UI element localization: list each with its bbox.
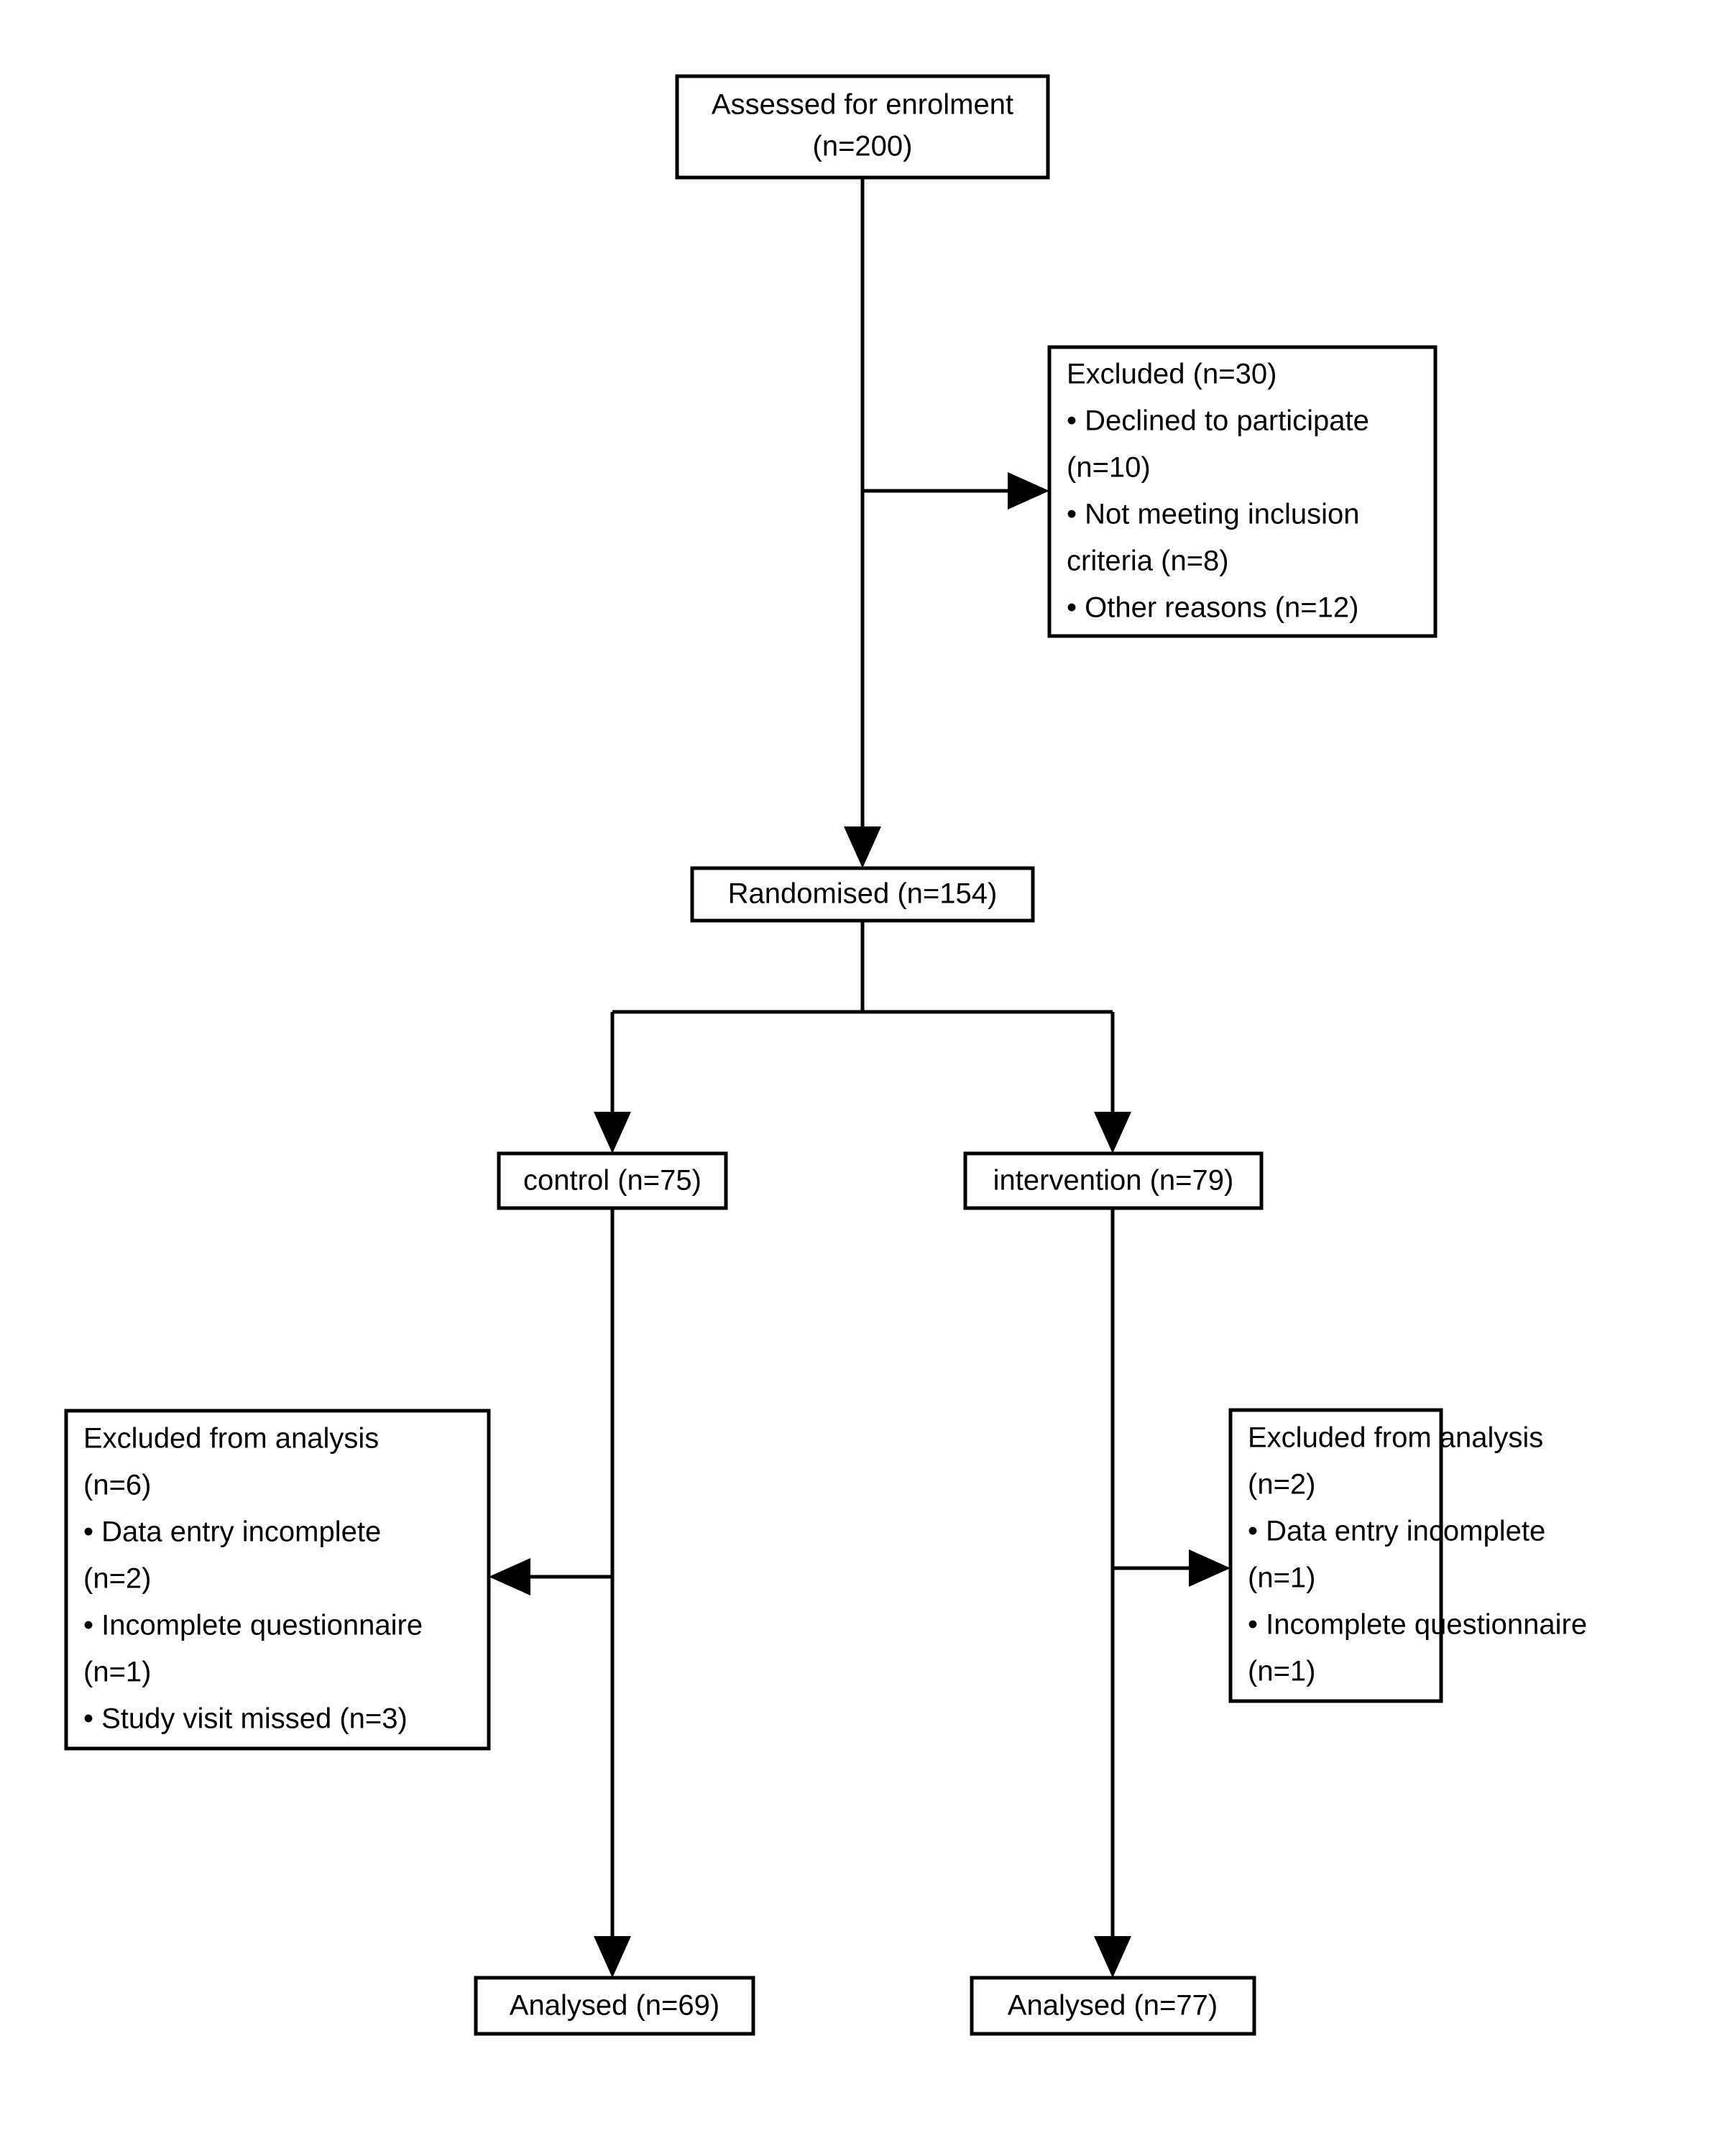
node-excluded-from-analysis-intervention[interactable]: Excluded from analysis (n=2) • Data entr… [1228, 1408, 1587, 1703]
excluded-enrolment-line-2: • Declined to participate [1067, 405, 1369, 437]
connector-randomised-split [594, 921, 1131, 1153]
excluded-enrolment-line-3: (n=10) [1067, 452, 1151, 484]
excluded-intervention-line-5: • Incomplete questionnaire [1248, 1609, 1587, 1641]
excluded-control-line-3: • Data entry incomplete [83, 1516, 381, 1548]
connector-control-to-excluded [489, 1558, 612, 1595]
node-analysed-intervention[interactable]: Analysed (n=77) [970, 1976, 1256, 2036]
intervention-allocation-label: intervention (n=79) [993, 1165, 1234, 1197]
excluded-control-line-6: (n=1) [83, 1657, 152, 1688]
randomised-label: Randomised (n=154) [728, 878, 998, 910]
connector-control-to-analysed [594, 1207, 631, 1978]
excluded-control-line-1: Excluded from analysis [83, 1423, 379, 1455]
analysed-control-label: Analysed (n=69) [510, 1990, 719, 2022]
connector-intervention-to-excluded [1113, 1549, 1230, 1587]
node-analysed-control[interactable]: Analysed (n=69) [474, 1976, 755, 2036]
excluded-enrolment-line-4: • Not meeting inclusion [1067, 499, 1360, 530]
node-control-allocation[interactable]: control (n=75) [497, 1151, 728, 1210]
node-assessed-for-enrolment[interactable]: Assessed for enrolment (n=200) [675, 74, 1050, 180]
node-excluded-enrolment[interactable]: Excluded (n=30) • Declined to participat… [1047, 345, 1438, 638]
node-intervention-allocation[interactable]: intervention (n=79) [963, 1151, 1264, 1210]
excluded-control-line-2: (n=6) [83, 1470, 152, 1501]
excluded-enrolment-line-1: Excluded (n=30) [1067, 359, 1276, 390]
excluded-enrolment-line-6: • Other reasons (n=12) [1067, 592, 1358, 624]
excluded-control-line-5: • Incomplete questionnaire [83, 1610, 423, 1641]
node-excluded-from-analysis-control[interactable]: Excluded from analysis (n=6) • Data entr… [64, 1409, 491, 1751]
excluded-enrolment-line-5: criteria (n=8) [1067, 545, 1229, 577]
excluded-intervention-line-2: (n=2) [1248, 1469, 1316, 1501]
control-allocation-label: control (n=75) [523, 1165, 702, 1197]
assessed-for-enrolment-line-2: (n=200) [813, 131, 913, 162]
connector-enrolment-to-excluded [862, 472, 1049, 510]
connector-intervention-to-analysed [1094, 1207, 1131, 1978]
excluded-control-line-4: (n=2) [83, 1563, 152, 1595]
node-randomised[interactable]: Randomised (n=154) [690, 866, 1035, 923]
excluded-intervention-line-4: (n=1) [1248, 1562, 1316, 1594]
excluded-intervention-line-6: (n=1) [1248, 1656, 1316, 1687]
excluded-intervention-line-1: Excluded from analysis [1248, 1422, 1543, 1454]
excluded-intervention-line-3: • Data entry incomplete [1248, 1516, 1545, 1547]
connector-enrolment-to-randomised [844, 178, 881, 868]
analysed-intervention-label: Analysed (n=77) [1008, 1990, 1218, 2022]
excluded-control-line-7: • Study visit missed (n=3) [83, 1703, 408, 1735]
assessed-for-enrolment-line-1: Assessed for enrolment [712, 89, 1013, 121]
